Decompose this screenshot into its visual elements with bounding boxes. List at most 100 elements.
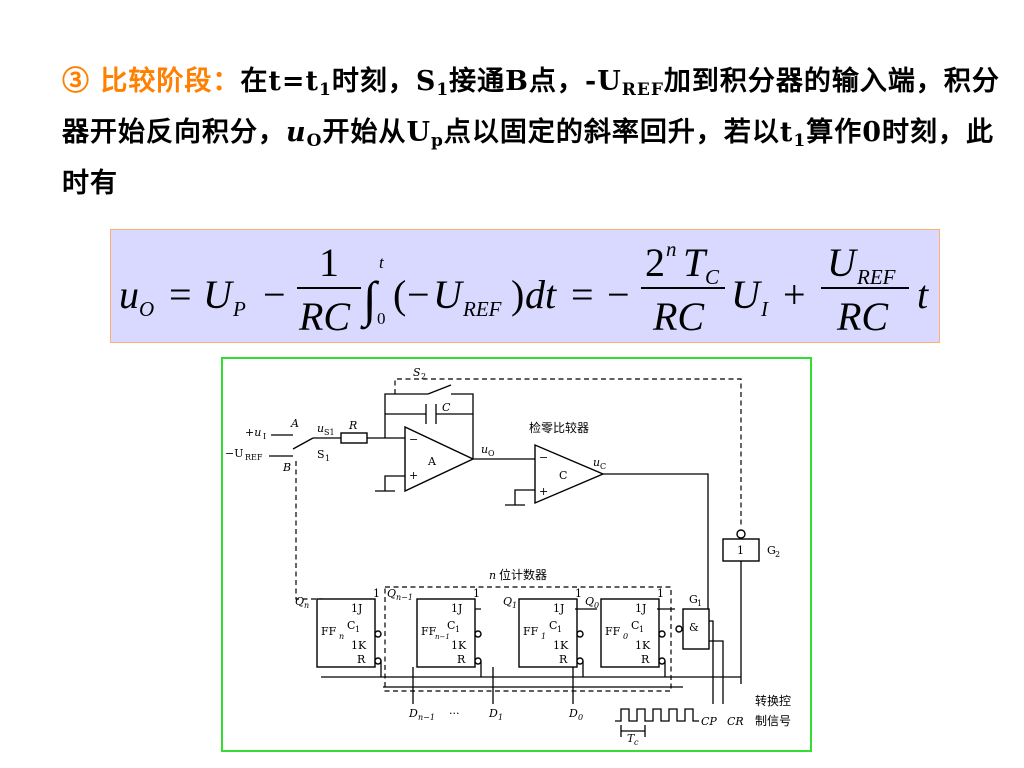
ff-name: FF bbox=[605, 625, 621, 638]
ff-1: Q 1 1 1J FF 1 C 1 1K R bbox=[503, 587, 584, 668]
cr-wire bbox=[709, 640, 724, 704]
ff-clk-bubble bbox=[658, 630, 666, 638]
s2-sub: 2 bbox=[421, 372, 426, 381]
ff-r-bubble bbox=[658, 657, 666, 665]
formula-svg: u O = U P − 1 RC ∫ t 0 ( − U REF ) dt = … bbox=[119, 237, 929, 339]
ellipsis: ··· bbox=[449, 707, 460, 720]
f-eq1: = bbox=[169, 272, 192, 317]
input-neg: −U bbox=[225, 447, 244, 460]
f-frac2-n: n bbox=[666, 237, 677, 261]
f-paren-open: ( bbox=[393, 272, 406, 317]
f-frac3-den: RC bbox=[836, 294, 889, 339]
node-b: B bbox=[282, 461, 291, 474]
uc-label: u bbox=[593, 456, 600, 469]
cap-label: C bbox=[442, 401, 451, 414]
g1-sub: 1 bbox=[697, 599, 702, 608]
ctrl-line2: 制信号 bbox=[755, 714, 791, 728]
us1-label: u bbox=[317, 422, 324, 435]
f-ui-sub: I bbox=[760, 297, 769, 321]
ff-r: R bbox=[457, 653, 466, 666]
ff-q-sub: n bbox=[304, 601, 309, 610]
tc-sub: c bbox=[634, 738, 639, 747]
data-lines bbox=[383, 667, 683, 704]
f-neg: − bbox=[407, 272, 430, 317]
f-int-lower: 0 bbox=[377, 309, 386, 328]
resistor bbox=[340, 432, 368, 444]
ff-c1-sub: 1 bbox=[639, 625, 644, 634]
uc-wire bbox=[603, 473, 709, 611]
ff-clk-bubble bbox=[374, 630, 382, 638]
s2-right-wire bbox=[451, 393, 474, 438]
ff-1k: 1K bbox=[451, 639, 467, 652]
ff-name-sub: 1 bbox=[541, 632, 546, 641]
g1-gate bbox=[682, 608, 710, 650]
opamp-a-minus: − bbox=[409, 433, 418, 446]
ff-1j: 1J bbox=[635, 602, 646, 615]
f-lhs-sub: O bbox=[139, 297, 154, 321]
reset-bus bbox=[321, 661, 741, 678]
g1-label: G bbox=[689, 593, 698, 606]
ff-c1: C bbox=[631, 619, 639, 632]
ff-q: Q bbox=[295, 595, 304, 608]
sub-t1: 1 bbox=[318, 80, 332, 100]
s2-control-line bbox=[394, 378, 742, 527]
g2-box-label: 1 bbox=[737, 544, 744, 557]
ff-1j: 1J bbox=[553, 602, 564, 615]
input-pos: +u bbox=[245, 426, 261, 439]
ff-1j: 1J bbox=[351, 602, 362, 615]
f-int-upper: t bbox=[379, 253, 385, 272]
sub-p: p bbox=[431, 131, 444, 151]
d-n1-sub: n−1 bbox=[418, 713, 435, 722]
g2-bubble bbox=[736, 529, 746, 539]
text-span: 时刻，S bbox=[331, 66, 437, 97]
opamp-c-label: C bbox=[559, 469, 567, 482]
ff-clk-bubble bbox=[474, 630, 482, 638]
cr-label: CR bbox=[727, 715, 744, 728]
ff-clk-bubble bbox=[576, 630, 584, 638]
text-span: 接通B点，-U bbox=[449, 66, 622, 97]
ff-one: 1 bbox=[473, 587, 480, 600]
ff-1k: 1K bbox=[553, 639, 569, 652]
opamp-a-plus: + bbox=[409, 469, 418, 482]
ff-c1: C bbox=[447, 619, 455, 632]
cp-label: CP bbox=[701, 715, 717, 728]
f-frac3-num: U bbox=[827, 240, 859, 285]
f-int: ∫ bbox=[360, 271, 380, 330]
opamp-c-minus: − bbox=[539, 451, 548, 464]
ff-q-sub: 1 bbox=[512, 601, 517, 610]
s1-control-line bbox=[295, 461, 323, 600]
ff-r: R bbox=[559, 653, 568, 666]
f-paren-close: ) bbox=[511, 272, 524, 317]
formula-box: u O = U P − 1 RC ∫ t 0 ( − U REF ) dt = … bbox=[110, 229, 940, 343]
ff-one: 1 bbox=[373, 587, 380, 600]
f-up-sub: P bbox=[232, 297, 246, 321]
ff-c1-sub: 1 bbox=[557, 625, 562, 634]
f-uref-sub: REF bbox=[462, 297, 502, 321]
opamp-c bbox=[534, 443, 605, 505]
ff-r: R bbox=[357, 653, 366, 666]
s1-sub: 1 bbox=[325, 454, 330, 463]
ff-c1: C bbox=[549, 619, 557, 632]
ff-n: Q n 1 1J FF n C 1 1K R bbox=[295, 587, 382, 668]
ff-q: Q bbox=[387, 587, 396, 600]
uc-sub: C bbox=[600, 462, 606, 471]
ctrl-line1: 转换控 bbox=[755, 693, 791, 708]
cp-wire bbox=[709, 620, 714, 704]
uo-label: u bbox=[481, 443, 488, 456]
var-u: u bbox=[286, 117, 307, 148]
text-span: 在t=t bbox=[240, 66, 319, 97]
f-frac2-T: T bbox=[683, 240, 708, 285]
f-tail-t: t bbox=[917, 272, 929, 317]
comparator-title: 检零比较器 bbox=[529, 420, 589, 435]
ff-name: FF bbox=[523, 625, 539, 638]
sub-o: O bbox=[306, 131, 323, 151]
ff-c1-sub: 1 bbox=[355, 625, 360, 634]
input-neg-sub: REF bbox=[245, 453, 263, 462]
ff-r-bubble bbox=[576, 657, 584, 665]
ff-one: 1 bbox=[657, 587, 664, 600]
text-span: 算作0时刻，此时有 bbox=[62, 117, 995, 199]
ff-name-sub: 0 bbox=[623, 632, 628, 641]
node-a: A bbox=[290, 417, 299, 430]
sub-s1: 1 bbox=[436, 80, 450, 100]
ff-box bbox=[600, 598, 660, 668]
